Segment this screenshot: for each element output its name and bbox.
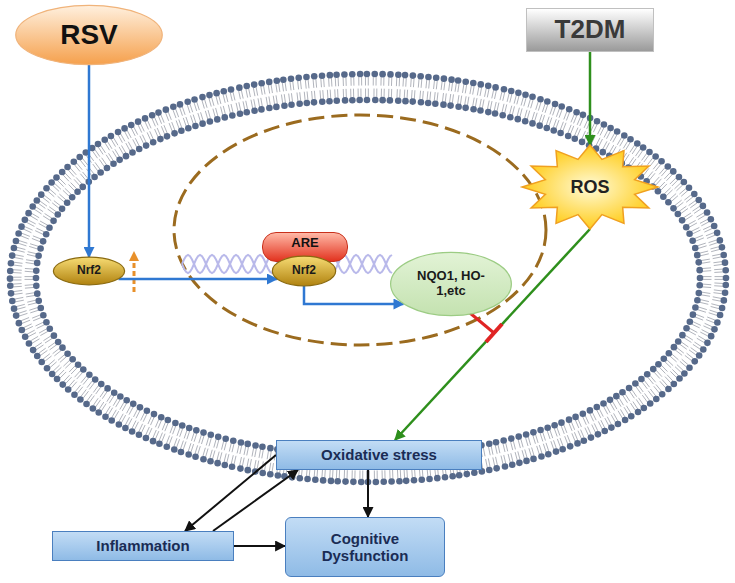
node-label: Nrf2 [77, 264, 101, 278]
protein-ellipse: Nrf2 [53, 257, 125, 285]
node-label: ROS [570, 177, 609, 198]
arrow-connector [88, 65, 91, 257]
arrow-connector [234, 545, 285, 547]
cell-membrane [7, 71, 730, 486]
arrow-connector [589, 52, 592, 145]
node-label: ARE [291, 236, 318, 251]
enzyme-ellipse: NQO1, HO-1,etc [390, 252, 512, 316]
outcome-box: Cognitive Dysfunction [285, 517, 445, 577]
disease-box: T2DM [526, 8, 654, 52]
arrow-connector [304, 286, 403, 304]
ros-starburst: ROS [522, 145, 658, 229]
inhibition-symbol [470, 313, 502, 342]
node-label: NQO1, HO-1,etc [415, 269, 487, 299]
node-label: Inflammation [96, 537, 189, 554]
node-label: Nrf2 [292, 264, 316, 278]
nucleus-outline [174, 115, 546, 345]
arrow-connector [367, 470, 369, 517]
upregulation-arrow [133, 252, 136, 292]
protein-ellipse: Nrf2 [272, 256, 336, 286]
node-label: T2DM [555, 15, 626, 45]
drug-ellipse: RSV [15, 5, 163, 65]
node-label: RSV [60, 19, 118, 51]
process-box: Oxidative stress [276, 440, 482, 470]
arrow-connector [119, 278, 277, 281]
node-label: Cognitive Dysfunction [304, 530, 426, 565]
node-label: Oxidative stress [321, 446, 437, 463]
process-box: Inflammation [52, 531, 234, 561]
